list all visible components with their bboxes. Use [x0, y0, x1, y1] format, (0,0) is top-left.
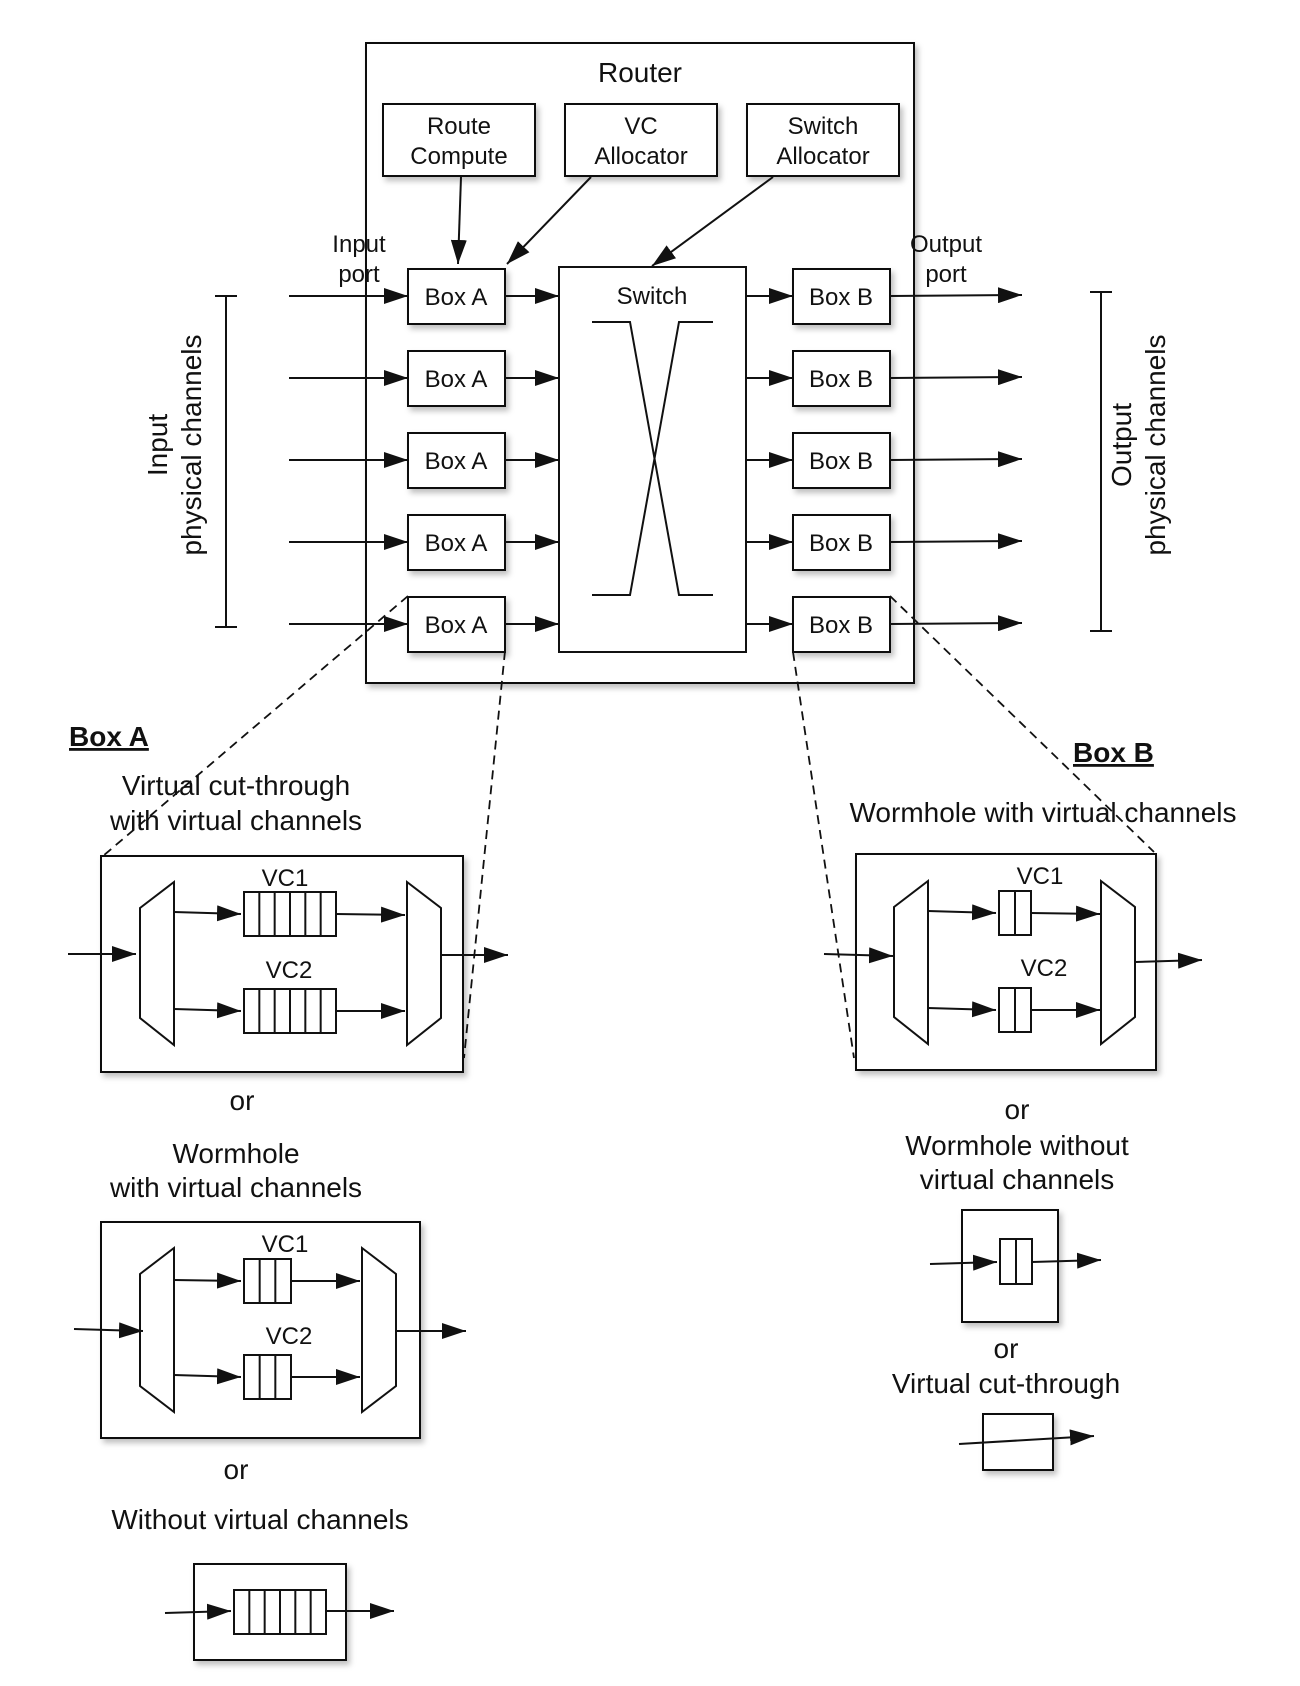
zoom-line-a-right [463, 650, 506, 1059]
box-a-or-2: or [224, 1454, 249, 1485]
box-b-vc1-buffer [998, 890, 1032, 936]
box-a-vct-vc1-label: VC1 [262, 865, 309, 892]
output-port-label-line1: Output [910, 231, 982, 258]
output-channel-bracket [1090, 291, 1112, 632]
box-b-heading: Box B [1073, 737, 1154, 768]
switch-allocator-label-line2: Allocator [776, 143, 869, 170]
output-channels-label-line1: Output [1106, 403, 1137, 487]
vc-allocator-label-line1: VC [624, 113, 657, 140]
box-a-3 [407, 432, 506, 489]
output-channel-arrow-5 [889, 615, 1023, 632]
zoom-line-b-left [792, 651, 855, 1059]
input-port-label-line1: Input [332, 231, 386, 258]
box-a-vct-title-line1: Virtual cut-through [122, 770, 350, 801]
buffer-outline [243, 1354, 292, 1400]
box-a-vct-panel: VC1 VC2 [68, 855, 508, 1073]
switch-label: Switch [617, 283, 688, 310]
box-b-vct-title: Virtual cut-through [892, 1368, 1120, 1399]
box-b-5 [792, 596, 891, 653]
box-a-heading: Box A [69, 721, 149, 752]
route-compute-arrow [450, 176, 467, 265]
output-port-label-line2: port [925, 261, 967, 288]
box-a-wormhole-title-line1: Wormhole [172, 1138, 299, 1169]
switch-allocator-arrow [651, 176, 774, 267]
box-b-or-2: or [994, 1333, 1019, 1364]
output-channel-arrow-4 [889, 533, 1023, 550]
box-b-label-3: Box B [809, 448, 873, 475]
output-channel-arrow-3 [889, 451, 1023, 468]
vc-allocator-label-line2: Allocator [594, 143, 687, 170]
box-a-or-1: or [230, 1085, 255, 1116]
box-a-2 [407, 350, 506, 407]
box-a-label-1: Box A [425, 284, 488, 311]
route-compute-label-line1: Route [427, 113, 491, 140]
switch-allocator-block: Switch Allocator [746, 103, 900, 177]
box-b-vc1-label: VC1 [1017, 863, 1064, 890]
output-channels-label-line2: physical channels [1140, 334, 1171, 555]
box-b-wormhole-vc-panel: VC1 VC2 [823, 853, 1203, 1071]
box-b-2 [792, 350, 891, 407]
route-compute-block: Route Compute [382, 103, 536, 177]
box-a-4 [407, 514, 506, 571]
output-channel-arrow-2 [889, 369, 1023, 386]
box-b-3 [792, 432, 891, 489]
switch-block: Switch [558, 266, 747, 653]
box-a-wormhole-vc1-label: VC1 [262, 1231, 309, 1258]
box-b-vc2-label: VC2 [1021, 955, 1068, 982]
box-a-5 [407, 596, 506, 653]
buffer-outline [243, 1258, 292, 1304]
box-b-4 [792, 514, 891, 571]
box-a-without-panel [164, 1563, 394, 1661]
box-b-vc2-buffer [998, 987, 1032, 1033]
box-b-1 [792, 268, 891, 325]
box-a-wormhole-vc2-buffer [243, 1354, 292, 1400]
input-channel-bracket [215, 295, 237, 628]
switch-allocator-label-line1: Switch [788, 113, 859, 140]
router-title: Router [598, 57, 682, 88]
box-b-label-5: Box B [809, 612, 873, 639]
box-a-label-3: Box A [425, 448, 488, 475]
box-a-label-4: Box A [425, 530, 488, 557]
box-b-novc-buffer [999, 1238, 1033, 1285]
box-a-vct-vc1-buffer [243, 891, 337, 937]
box-a-without-title: Without virtual channels [111, 1504, 408, 1535]
box-b-vct-panel [958, 1413, 1095, 1471]
output-channel-arrow-1 [889, 287, 1023, 304]
box-b-wormhole-novc-title-line2: virtual channels [920, 1164, 1115, 1195]
input-port-label-line2: port [338, 261, 380, 288]
box-b-label-1: Box B [809, 284, 873, 311]
vc-allocator-block: VC Allocator [564, 103, 718, 177]
box-b-wormhole-novc-panel [929, 1209, 1102, 1323]
box-a-wormhole-title-line2: with virtual channels [109, 1172, 362, 1203]
vc-allocator-arrow [506, 176, 592, 265]
box-a-wormhole-vc2-label: VC2 [266, 1323, 313, 1350]
box-a-wormhole-panel: VC1 VC2 [73, 1221, 466, 1439]
box-b-label-4: Box B [809, 530, 873, 557]
box-a-label-5: Box A [425, 612, 488, 639]
zoom-line-a-left [102, 595, 409, 857]
input-channels-label-line1: Input [142, 414, 173, 476]
box-a-without-buffer [233, 1589, 327, 1635]
box-a-vct-title-line2: with virtual channels [109, 805, 362, 836]
box-b-wormhole-vc-title: Wormhole with virtual channels [850, 797, 1237, 828]
input-channels-label-line2: physical channels [176, 334, 207, 555]
box-a-vct-vc2-label: VC2 [266, 957, 313, 984]
router-rows: Box A Box B Box A Box B Box A Box B Box A Box B… [289, 268, 1023, 653]
box-b-wormhole-novc-title-line1: Wormhole without [905, 1130, 1129, 1161]
box-a-wormhole-vc1-buffer [243, 1258, 292, 1304]
box-b-or-1: or [1005, 1094, 1030, 1125]
box-a-label-2: Box A [425, 366, 488, 393]
box-a-vct-vc2-buffer [243, 988, 337, 1034]
zoom-line-b-right [889, 595, 1155, 853]
route-compute-label-line2: Compute [410, 143, 507, 170]
box-b-label-2: Box B [809, 366, 873, 393]
